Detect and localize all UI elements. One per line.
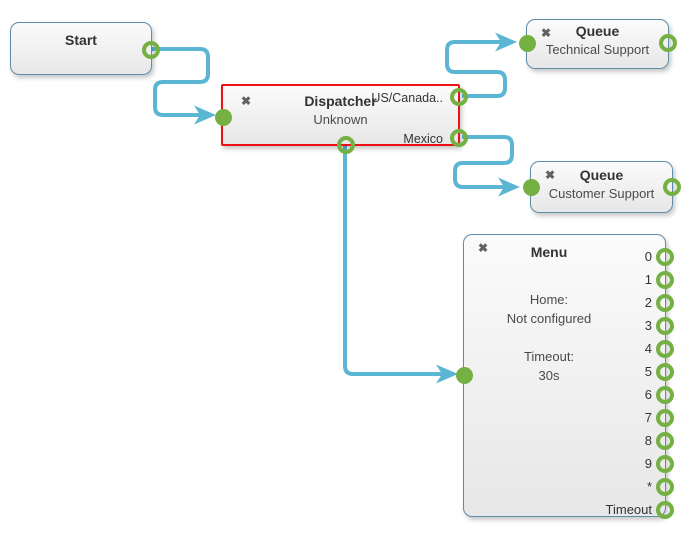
output-port[interactable]: [656, 248, 674, 266]
output-port[interactable]: [656, 363, 674, 381]
input-port[interactable]: [518, 35, 536, 52]
node-dispatcher[interactable]: ✖ Dispatcher Unknown US/Canada.. Mexico: [214, 84, 468, 154]
node-title: Queue: [575, 23, 620, 39]
arrowhead-queue-customer: [498, 177, 520, 197]
output-port[interactable]: [656, 386, 674, 404]
connector-uscanada-queue-technical[interactable]: [445, 40, 507, 98]
menu-port-label: 9: [644, 456, 652, 471]
menu-port-label: 2: [644, 295, 652, 310]
menu-timeout-value: 30s: [538, 368, 560, 383]
connector-dispatcher-menu[interactable]: [343, 146, 444, 376]
node-subtitle: Customer Support: [548, 186, 655, 201]
arrowhead-start-dispatcher: [194, 105, 216, 125]
output-port-bottom[interactable]: [337, 136, 355, 154]
arrowhead-queue-technical: [495, 32, 517, 52]
output-port[interactable]: [656, 501, 674, 519]
menu-port-row: 1: [645, 271, 674, 289]
output-port[interactable]: [663, 178, 681, 196]
arrowhead-menu: [436, 364, 458, 384]
menu-port-row: 9: [645, 455, 674, 473]
menu-timeout-label: Timeout:: [523, 349, 575, 364]
menu-port-row: *: [647, 478, 674, 496]
menu-port-row: 4: [645, 340, 674, 358]
output-port-uscanada[interactable]: [450, 88, 468, 106]
output-port[interactable]: [656, 340, 674, 358]
menu-home-value: Not configured: [506, 311, 592, 326]
menu-port-row: Timeout: [606, 501, 674, 519]
menu-settings: Home: Not configured Timeout: 30s: [464, 290, 634, 385]
output-port[interactable]: [656, 409, 674, 427]
output-port[interactable]: [656, 455, 674, 473]
menu-port-row: 0: [645, 248, 674, 266]
menu-home-label: Home:: [529, 292, 569, 307]
output-port[interactable]: [656, 432, 674, 450]
connector-start-dispatcher[interactable]: [152, 47, 210, 117]
connector-mexico-queue-customer[interactable]: [453, 135, 514, 189]
close-icon[interactable]: ✖: [478, 241, 489, 255]
output-label-mexico: Mexico: [403, 132, 443, 146]
close-icon[interactable]: ✖: [541, 26, 552, 40]
output-port[interactable]: [656, 317, 674, 335]
menu-port-label: 1: [644, 272, 652, 287]
menu-port-label: 3: [644, 318, 652, 333]
menu-port-label: *: [646, 479, 652, 494]
output-port[interactable]: [142, 40, 160, 59]
node-start[interactable]: Start: [10, 22, 160, 75]
menu-port-label: 0: [644, 249, 652, 264]
node-subtitle: Technical Support: [545, 42, 650, 57]
node-queue-customer[interactable]: ✖ Queue Customer Support: [522, 161, 681, 213]
node-queue-technical[interactable]: ✖ Queue Technical Support: [518, 19, 677, 69]
menu-port-label: 5: [644, 364, 652, 379]
node-title: Menu: [530, 244, 568, 260]
node-title: Queue: [579, 167, 624, 183]
menu-port-list: 0 1 2 3 4: [606, 248, 674, 519]
menu-port-label: 4: [644, 341, 652, 356]
input-port[interactable]: [522, 179, 540, 196]
output-port[interactable]: [656, 271, 674, 289]
output-port-mexico[interactable]: [450, 129, 468, 147]
node-title: Start: [65, 32, 97, 48]
menu-port-label: Timeout: [605, 502, 652, 517]
menu-port-label: 7: [644, 410, 652, 425]
node-menu[interactable]: ✖ Menu Home: Not configured Timeout: 30s…: [455, 234, 674, 519]
node-title: Dispatcher: [304, 93, 377, 109]
menu-port-row: 2: [645, 294, 674, 312]
node-subtitle: Unknown: [313, 112, 368, 127]
menu-port-row: 8: [645, 432, 674, 450]
menu-port-row: 5: [645, 363, 674, 381]
menu-port-row: 6: [645, 386, 674, 404]
input-port[interactable]: [214, 108, 232, 126]
close-icon[interactable]: ✖: [545, 168, 556, 182]
output-port[interactable]: [656, 478, 674, 496]
output-port[interactable]: [656, 294, 674, 312]
menu-port-row: 7: [645, 409, 674, 427]
close-icon[interactable]: ✖: [241, 94, 252, 108]
menu-port-label: 8: [644, 433, 652, 448]
output-port[interactable]: [659, 34, 677, 52]
menu-port-row: 3: [645, 317, 674, 335]
output-label-uscanada: US/Canada..: [371, 91, 443, 105]
input-port[interactable]: [455, 366, 473, 384]
menu-port-label: 6: [644, 387, 652, 402]
